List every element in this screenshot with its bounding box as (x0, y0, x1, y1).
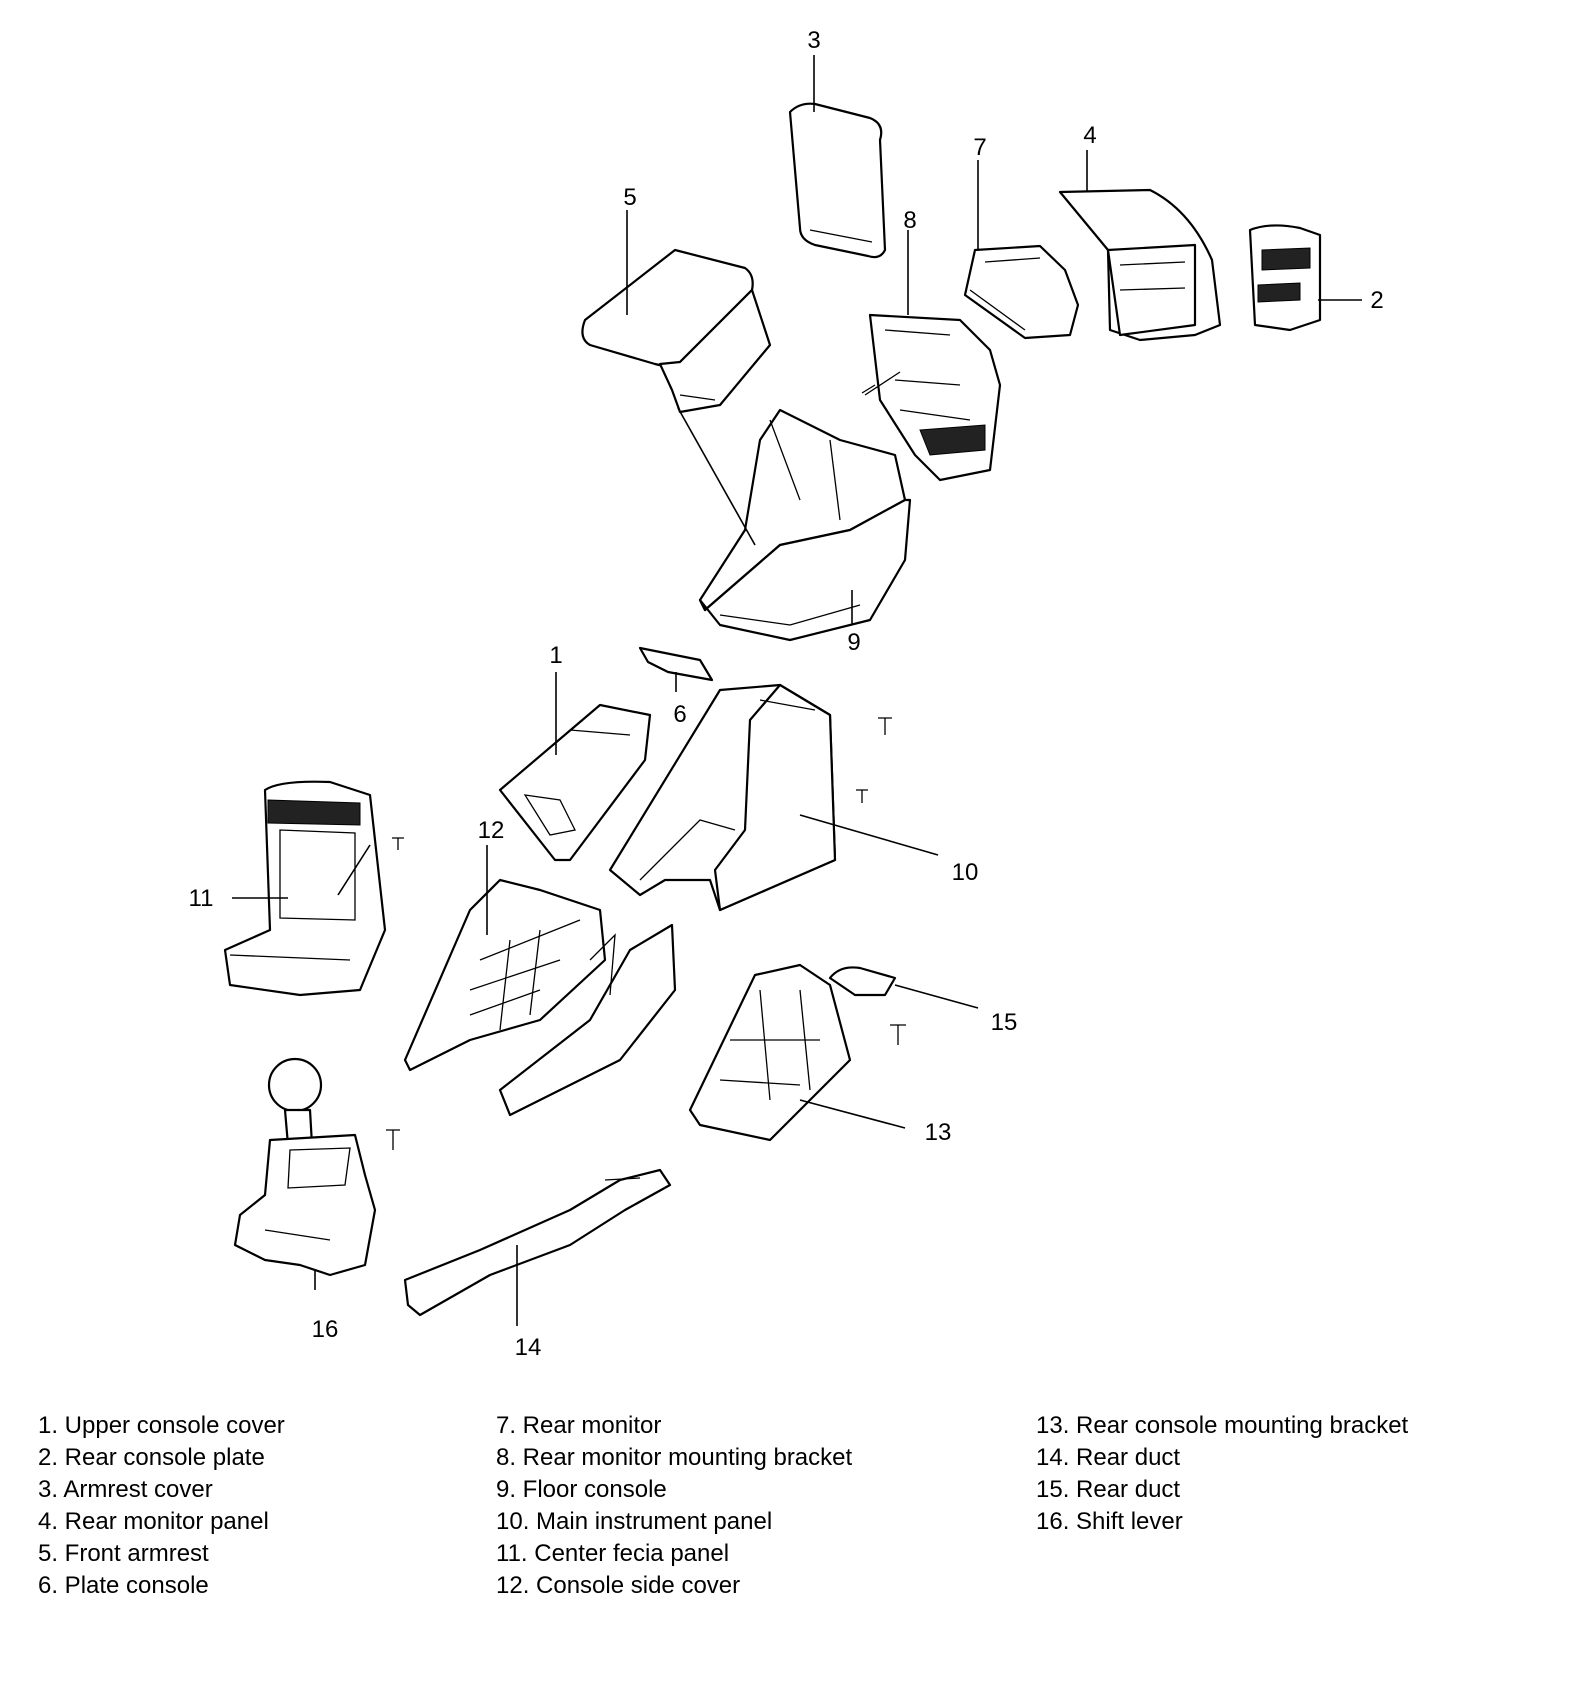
callout-8: 8 (903, 207, 916, 234)
part-plate-console (638, 646, 714, 682)
legend-item: 8. Rear monitor mounting bracket (496, 1444, 853, 1471)
callout-3: 3 (807, 27, 820, 54)
part-floor-console (698, 408, 912, 642)
callout-2: 2 (1370, 287, 1383, 314)
leader-lines (232, 55, 1362, 1326)
part-rear-duct-small (828, 966, 897, 997)
callout-10: 10 (952, 859, 979, 886)
legend-item: 12. Console side cover (496, 1572, 741, 1599)
part-front-armrest (581, 248, 772, 414)
part-console-side-cover (403, 878, 607, 1072)
legend-item: 9. Floor console (496, 1476, 667, 1503)
legend-item: 16. Shift lever (1036, 1508, 1183, 1535)
legend-item: 14. Rear duct (1036, 1444, 1181, 1471)
parts-legend: 1. Upper console cover 2. Rear console p… (0, 1410, 1584, 1610)
exploded-console-diagram: 3 5 8 7 4 2 9 1 6 12 11 10 15 13 16 14 (189, 27, 1384, 1361)
legend-item: 11. Center fecia panel (496, 1540, 730, 1567)
callout-12: 12 (478, 817, 505, 844)
part-lower-side-cover (498, 923, 677, 1117)
part-rear-monitor (963, 244, 1080, 340)
legend-item: 7. Rear monitor (496, 1412, 662, 1439)
callout-1: 1 (549, 642, 562, 669)
legend-item: 3. Armrest cover (38, 1476, 213, 1503)
legend-item: 1. Upper console cover (38, 1412, 285, 1439)
part-rear-console-bracket (688, 963, 852, 1142)
callout-5: 5 (623, 184, 636, 211)
part-rear-monitor-panel (1058, 188, 1222, 342)
callout-7: 7 (973, 134, 986, 161)
callout-16: 16 (312, 1316, 339, 1343)
legend-item: 10. Main instrument panel (496, 1508, 773, 1535)
callout-15: 15 (991, 1009, 1018, 1036)
legend-column-1: 1. Upper console cover 2. Rear console p… (38, 1410, 285, 1602)
part-shift-lever (233, 1057, 377, 1277)
legend-item: 4. Rear monitor panel (38, 1508, 269, 1535)
callout-14: 14 (515, 1334, 542, 1361)
part-main-instrument-panel (608, 683, 837, 912)
part-rear-monitor-bracket (868, 313, 1002, 482)
legend-item: 15. Rear duct (1036, 1476, 1181, 1503)
callout-4: 4 (1083, 122, 1096, 149)
part-rear-console-plate (1248, 224, 1322, 332)
legend-item: 6. Plate console (38, 1572, 209, 1599)
part-center-fecia-panel (223, 780, 387, 997)
part-armrest-cover (788, 102, 887, 259)
callout-9: 9 (847, 629, 860, 656)
legend-item: 2. Rear console plate (38, 1444, 265, 1471)
screw-markers (386, 371, 906, 1150)
legend-item: 5. Front armrest (38, 1540, 209, 1567)
callout-numbers: 3 5 8 7 4 2 9 1 6 12 11 10 15 13 16 14 (189, 27, 1384, 1361)
part-rear-duct-long (403, 1168, 672, 1317)
legend-item: 13. Rear console mounting bracket (1036, 1412, 1409, 1439)
part-upper-console-cover (498, 703, 652, 862)
callout-6: 6 (673, 701, 686, 728)
legend-column-3: 13. Rear console mounting bracket 14. Re… (1036, 1410, 1408, 1538)
callout-11: 11 (189, 885, 214, 912)
callout-13: 13 (925, 1119, 952, 1146)
legend-column-2: 7. Rear monitor 8. Rear monitor mounting… (496, 1410, 852, 1602)
